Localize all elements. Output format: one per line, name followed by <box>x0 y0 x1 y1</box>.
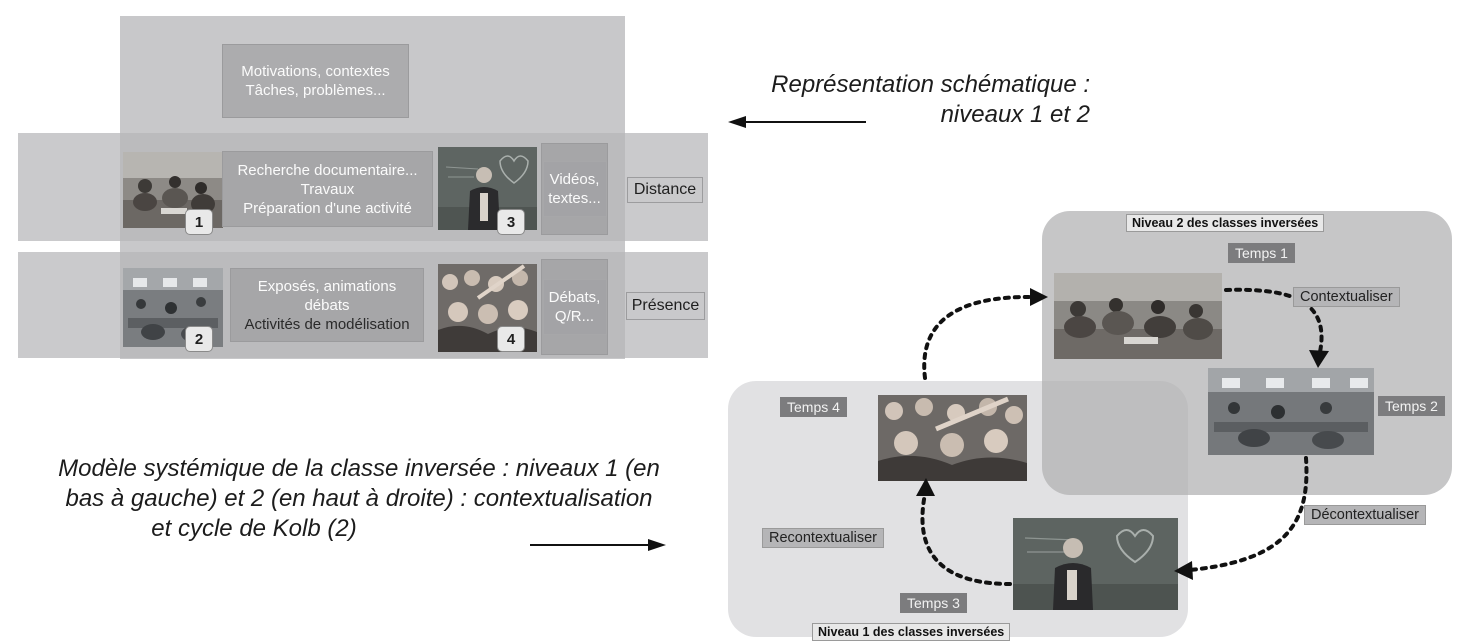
presence-line1: Exposés, animations <box>257 277 397 295</box>
temps-1-label: Temps 1 <box>1228 243 1295 263</box>
distance-line1: Recherche documentaire... <box>237 161 418 179</box>
recontextualiser-label: Recontextualiser <box>762 528 884 548</box>
level-1-title: Niveau 1 des classes inversées <box>812 623 1011 641</box>
presence-side-line2: Q/R... <box>554 308 595 325</box>
model-caption-line3: et cycle de Kolb (2) <box>151 515 357 542</box>
presence-label: Présence <box>626 292 705 320</box>
badge-4: 4 <box>497 326 525 352</box>
schematic-caption: Représentation schématique : niveaux 1 e… <box>760 70 1090 130</box>
temps-4-label: Temps 4 <box>780 397 847 417</box>
photo-lecturer <box>438 147 537 230</box>
distance-label: Distance <box>627 177 703 203</box>
distance-line3: Préparation d'une activité <box>243 199 412 217</box>
model-photo-audience <box>878 395 1027 481</box>
presence-side-line1: Débats, <box>548 289 601 306</box>
model-photo-group-work <box>1054 273 1222 359</box>
photo-computer-room <box>123 268 223 347</box>
presence-activities-box: Exposés, animations débats Activités de … <box>230 268 424 342</box>
model-photo-computer-room <box>1208 368 1374 455</box>
distance-line2: Travaux <box>300 180 355 198</box>
distance-side-line1: Vidéos, <box>549 171 600 188</box>
presence-exchanges-box: Débats, Q/R... <box>541 259 608 355</box>
temps-2-label: Temps 2 <box>1378 396 1445 416</box>
motivations-box: Motivations, contextes Tâches, problèmes… <box>222 44 409 118</box>
presence-line2: débats <box>304 296 350 314</box>
arrow-temps4-to-temps1 <box>922 294 1034 380</box>
motivations-line2: Tâches, problèmes... <box>245 82 386 99</box>
model-photo-lecturer <box>1013 518 1178 610</box>
model-caption-line1: Modèle systémique de la classe inversée … <box>58 455 660 482</box>
level-2-title: Niveau 2 des classes inversées <box>1126 214 1325 232</box>
distance-activities-box: Recherche documentaire... Travaux Prépar… <box>222 151 433 227</box>
decontextualiser-label: Décontextualiser <box>1304 505 1426 525</box>
temps-3-label: Temps 3 <box>900 593 967 613</box>
badge-2: 2 <box>185 326 213 352</box>
presence-line3: Activités de modélisation <box>244 315 410 333</box>
schematic-caption-line1: Représentation schématique : <box>771 71 1090 98</box>
schematic-caption-line2: niveaux 1 et 2 <box>940 101 1090 128</box>
motivations-line1: Motivations, contextes <box>241 63 390 80</box>
model-caption: Modèle systémique de la classe inversée … <box>0 454 718 544</box>
distance-side-line2: textes... <box>548 190 601 207</box>
contextualiser-label: Contextualiser <box>1293 287 1400 307</box>
distance-resources-box: Vidéos, textes... <box>541 143 608 235</box>
badge-3: 3 <box>497 209 525 235</box>
model-caption-line2: bas à gauche) et 2 (en haut à droite) : … <box>65 485 653 512</box>
badge-1: 1 <box>185 209 213 235</box>
